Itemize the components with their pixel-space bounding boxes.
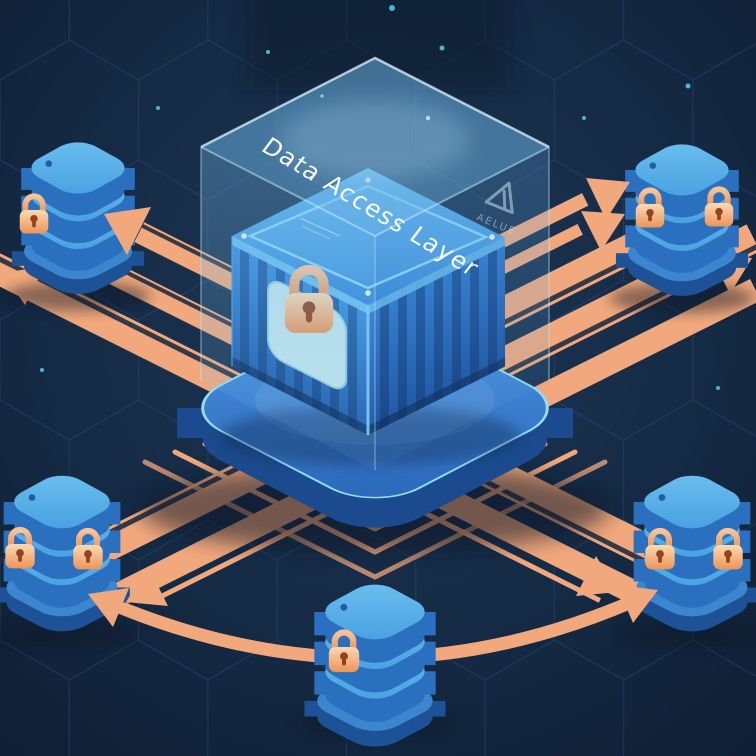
- arrowhead-icon: [576, 556, 618, 596]
- front-arrowheads: [88, 178, 658, 627]
- arrowhead-icon: [126, 566, 168, 606]
- container-top-etching: [299, 217, 341, 240]
- arrowhead-icon: [104, 207, 151, 255]
- triangle-logo-icon: [484, 181, 514, 215]
- database-nodes: [0, 137, 756, 753]
- glow-dots: [40, 5, 720, 390]
- arrowhead-icon: [586, 178, 630, 220]
- arrowhead-icon: [617, 585, 658, 623]
- arrow-band: [499, 279, 756, 426]
- arrowhead-icon: [581, 211, 625, 251]
- arrowhead-icon: [88, 588, 129, 627]
- glass-cube: [200, 56, 550, 470]
